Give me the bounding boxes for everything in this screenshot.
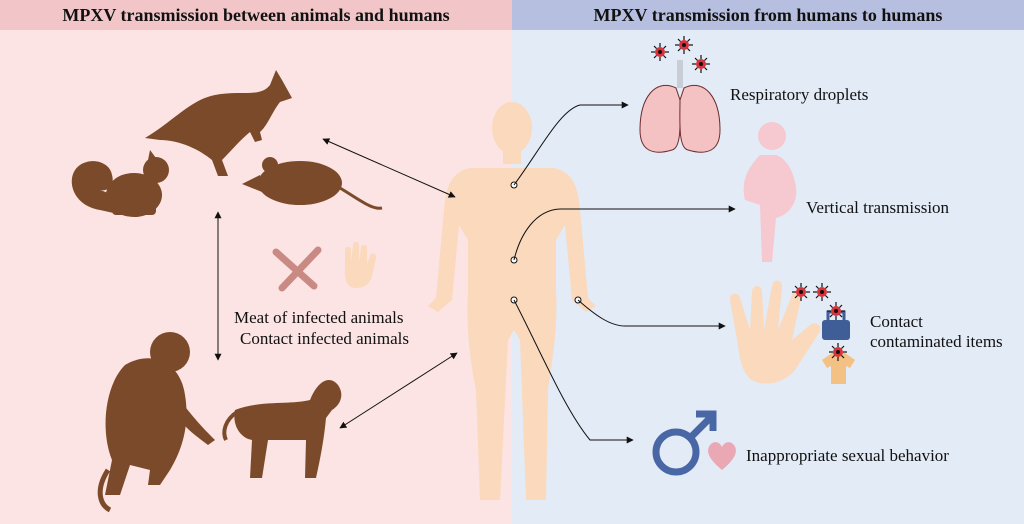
human-body-icon (428, 102, 596, 500)
meat-label: Meat of infected animals (234, 308, 404, 327)
rat-icon (242, 157, 383, 210)
sexual-label: Inappropriate sexual behavior (746, 446, 949, 465)
vertical-label: Vertical transmission (806, 198, 950, 217)
kangaroo-icon (145, 70, 292, 176)
squirrel-icon (71, 150, 169, 217)
shirt-icon (822, 342, 855, 384)
bag-icon (822, 301, 850, 340)
dog-icon (222, 380, 342, 478)
right-panel-title: MPXV transmission from humans to humans (512, 0, 1024, 30)
contact-hand-icon (729, 280, 832, 384)
male-symbol-icon (652, 410, 717, 476)
heart-icon (708, 442, 736, 470)
fork-knife-icon (272, 246, 322, 292)
hand-icon (344, 242, 377, 288)
left-panel-title: MPXV transmission between animals and hu… (0, 0, 512, 30)
lungs-icon (639, 35, 721, 153)
virus-icon (650, 42, 670, 62)
monkey-icon (97, 332, 215, 513)
contact-items-label-1: Contact (870, 312, 923, 331)
contact-animals-label: Contact infected animals (240, 329, 409, 348)
pregnant-woman-icon (743, 122, 797, 262)
contact-items-label-2: contaminated items (870, 332, 1003, 351)
respiratory-label: Respiratory droplets (730, 85, 869, 104)
